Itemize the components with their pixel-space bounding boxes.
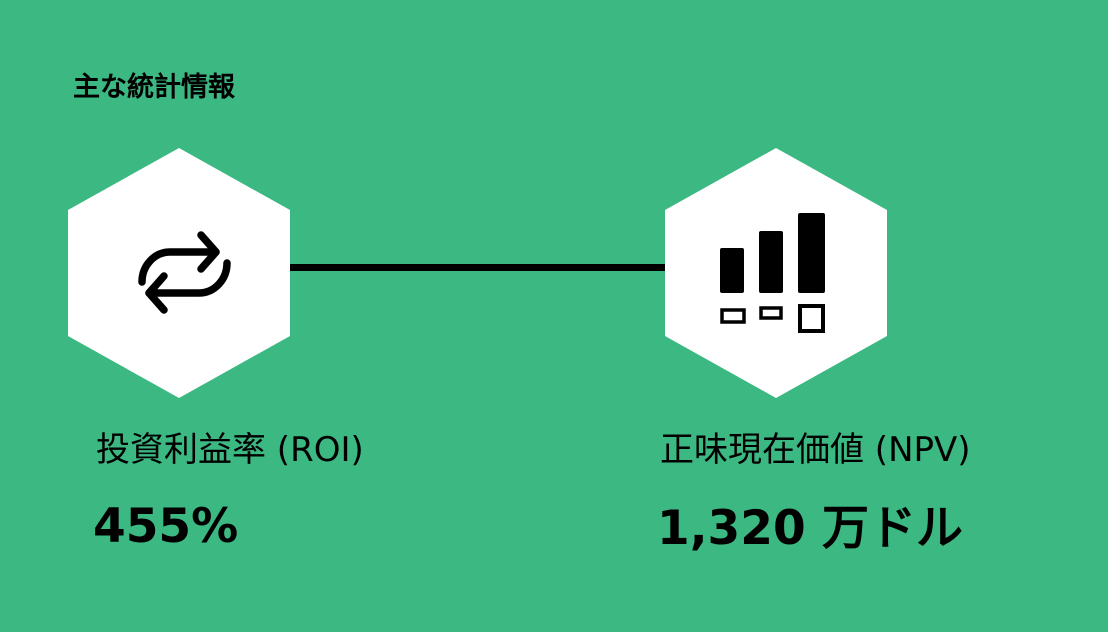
connector-line: [287, 264, 669, 271]
npv-value: 1,320 万ドル: [657, 501, 964, 556]
roi-label: 投資利益率 (ROI): [96, 430, 364, 470]
bar-chart-icon: [720, 213, 825, 333]
section-heading: 主な統計情報: [73, 72, 235, 103]
hexagon-shape: [68, 148, 290, 398]
npv-label: 正味現在価値 (NPV): [660, 430, 971, 470]
roi-value: 455%: [93, 499, 239, 554]
roi-hexagon: [68, 148, 290, 398]
npv-hexagon: [665, 148, 887, 398]
repeat-arrows-icon: [138, 231, 231, 314]
